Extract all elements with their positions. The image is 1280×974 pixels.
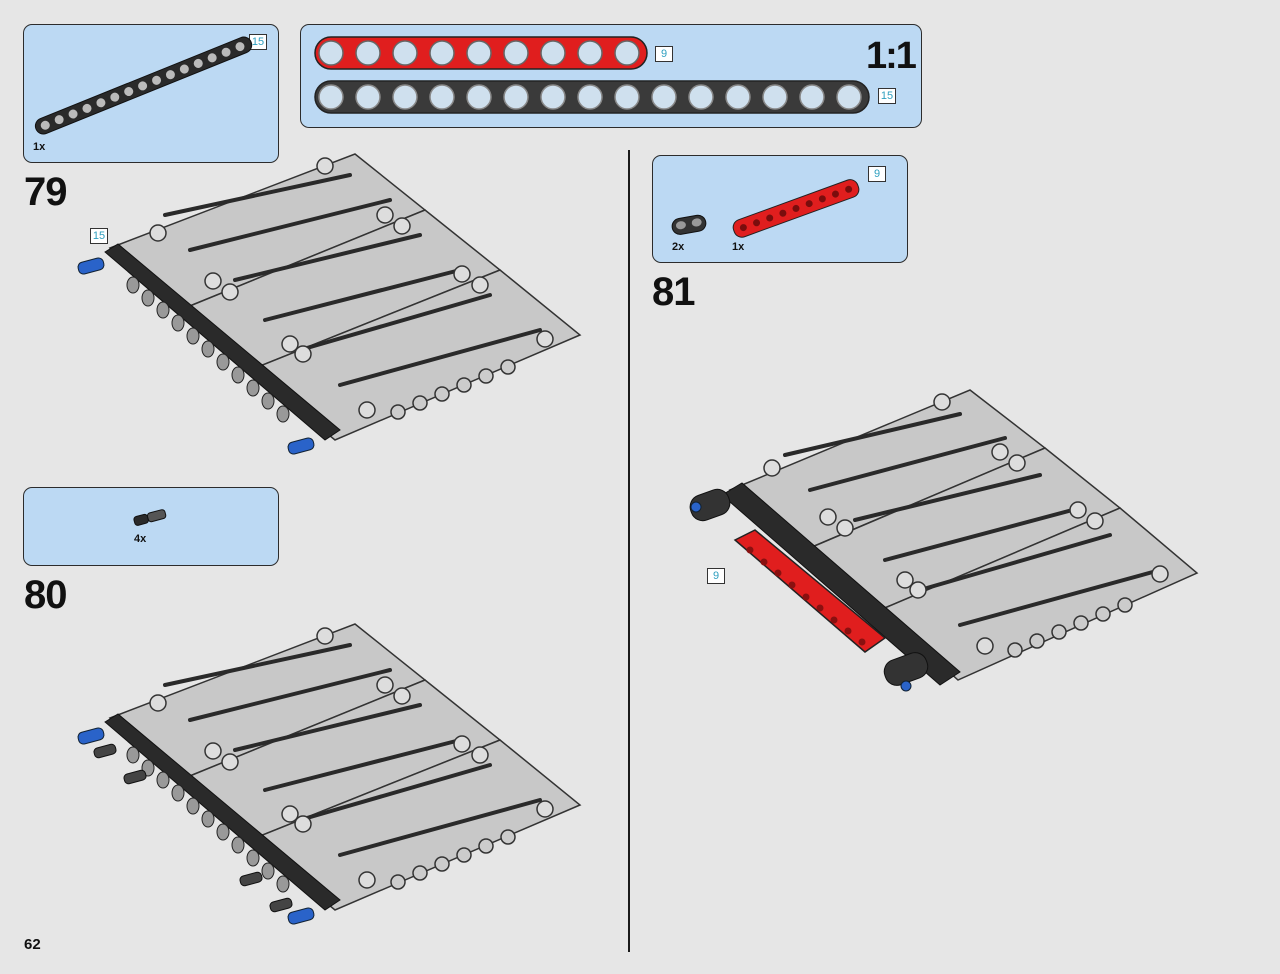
- ruler-length-tag-black: 15: [878, 88, 896, 104]
- axle-pin-icon: [133, 509, 167, 526]
- beam-length-tag: 9: [868, 166, 886, 182]
- scale-ruler-panel: 9 15 1:1: [300, 24, 922, 128]
- beam-length-tag: 15: [249, 34, 267, 50]
- scale-label: 1:1: [866, 35, 917, 77]
- step-number-80: 80: [24, 573, 67, 617]
- parts-panel-step-81: 2x 1x 9: [652, 155, 908, 263]
- assembly-illustration-step-80: [77, 623, 582, 925]
- part-quantity: 1x: [732, 241, 745, 253]
- step-number-79: 79: [24, 170, 67, 214]
- part-quantity: 1x: [33, 141, 46, 153]
- assembly-illustration-step-79: [77, 153, 582, 455]
- black-connector-icon: [671, 214, 707, 235]
- parts-panel-step-79: 15 1x: [23, 24, 279, 163]
- step-divider: [628, 150, 630, 952]
- part-quantity: 2x: [672, 241, 685, 253]
- page-number: 62: [24, 936, 41, 953]
- red-beam-9-icon: [732, 179, 860, 238]
- ruler-length-tag-red: 9: [655, 46, 673, 62]
- step-number-81: 81: [652, 270, 695, 314]
- callout-tag-81: 9: [707, 568, 725, 584]
- assembly-illustration-step-81: [689, 389, 1199, 692]
- black-beam-15-ruler-icon: [314, 80, 870, 114]
- parts-panel-step-80: 4x: [23, 487, 279, 566]
- red-beam-9-ruler-icon: [314, 36, 648, 70]
- callout-tag-79: 15: [90, 228, 108, 244]
- part-quantity: 4x: [134, 533, 147, 545]
- black-beam-15-icon: [34, 36, 253, 135]
